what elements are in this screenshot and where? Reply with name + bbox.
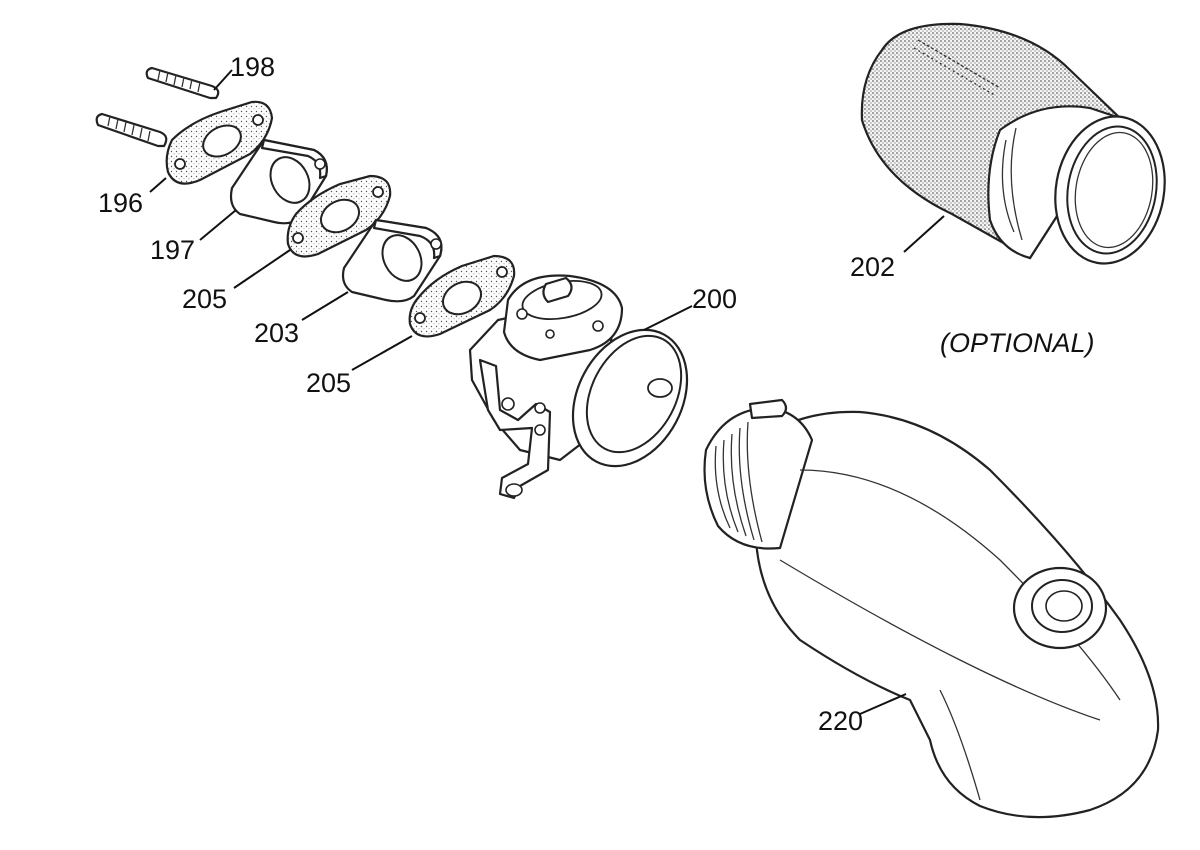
leader-202 <box>903 215 945 253</box>
callout-220: 220 <box>818 706 863 736</box>
leader-205-first <box>233 249 291 289</box>
stud-196 <box>95 112 168 148</box>
gasket-205-first <box>286 174 392 258</box>
spacer-197 <box>229 138 328 225</box>
intake-silencer-220 <box>703 398 1160 819</box>
callout-205-second: 205 <box>306 368 351 398</box>
carburetor-200 <box>468 274 689 500</box>
gasket-205-second <box>408 254 516 338</box>
spacer-203 <box>341 218 443 303</box>
leader-203 <box>301 291 349 321</box>
stud-198 <box>145 66 220 100</box>
callout-200: 200 <box>692 284 737 314</box>
optional-note: (OPTIONAL) <box>940 328 1095 358</box>
callout-205-first: 205 <box>182 284 227 314</box>
callout-202: 202 <box>850 252 895 282</box>
leader-197 <box>199 209 237 241</box>
leader-220 <box>859 693 907 715</box>
callout-198: 198 <box>230 52 275 82</box>
leader-205-second <box>351 335 413 371</box>
callout-196: 196 <box>98 188 143 218</box>
callout-197: 197 <box>150 235 195 265</box>
air-filter-202 <box>860 22 1166 265</box>
leader-200 <box>643 305 693 331</box>
callout-203: 203 <box>254 318 299 348</box>
leader-198 <box>213 69 233 91</box>
leader-196 <box>149 177 167 193</box>
gasket-196 <box>165 100 274 185</box>
